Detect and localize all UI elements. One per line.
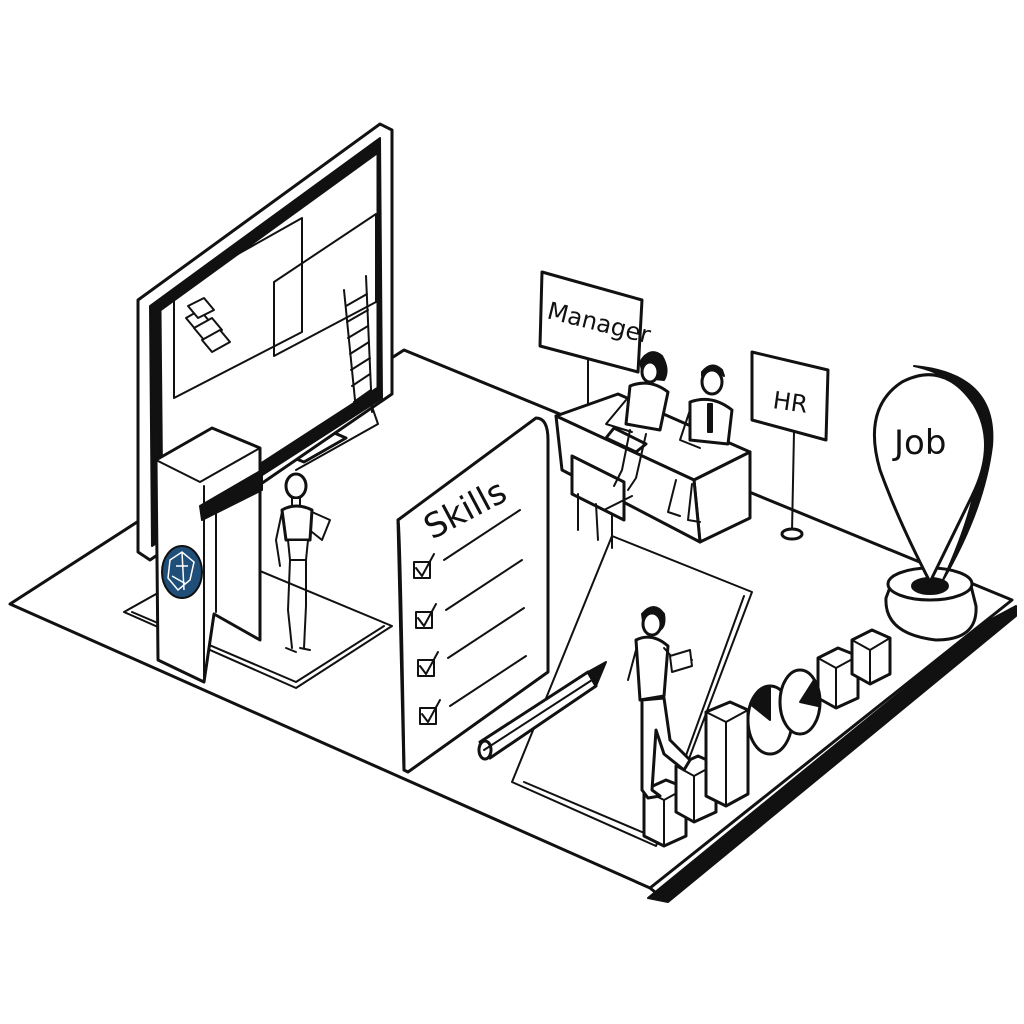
chair-icon <box>570 454 633 549</box>
pencil-icon <box>477 661 607 761</box>
pie-chart-icon <box>746 668 822 756</box>
hr-sign: HR <box>750 350 830 541</box>
robot-mannequin-icon <box>275 472 331 653</box>
job-label: Job <box>892 423 946 463</box>
hr-person <box>667 364 734 523</box>
ladder-icon <box>343 275 373 413</box>
bar-chart-icon <box>642 628 892 848</box>
checklist-icon <box>413 509 527 725</box>
location-pin-icon: Job <box>872 365 994 642</box>
turnstile-gate-icon <box>154 426 263 684</box>
manager-sign: Manager <box>538 270 654 411</box>
desk-icon <box>554 392 752 544</box>
manager-person <box>604 351 670 491</box>
climbing-person <box>627 606 693 800</box>
hr-label: HR <box>771 386 809 419</box>
logo-emblem-icon <box>161 545 203 599</box>
